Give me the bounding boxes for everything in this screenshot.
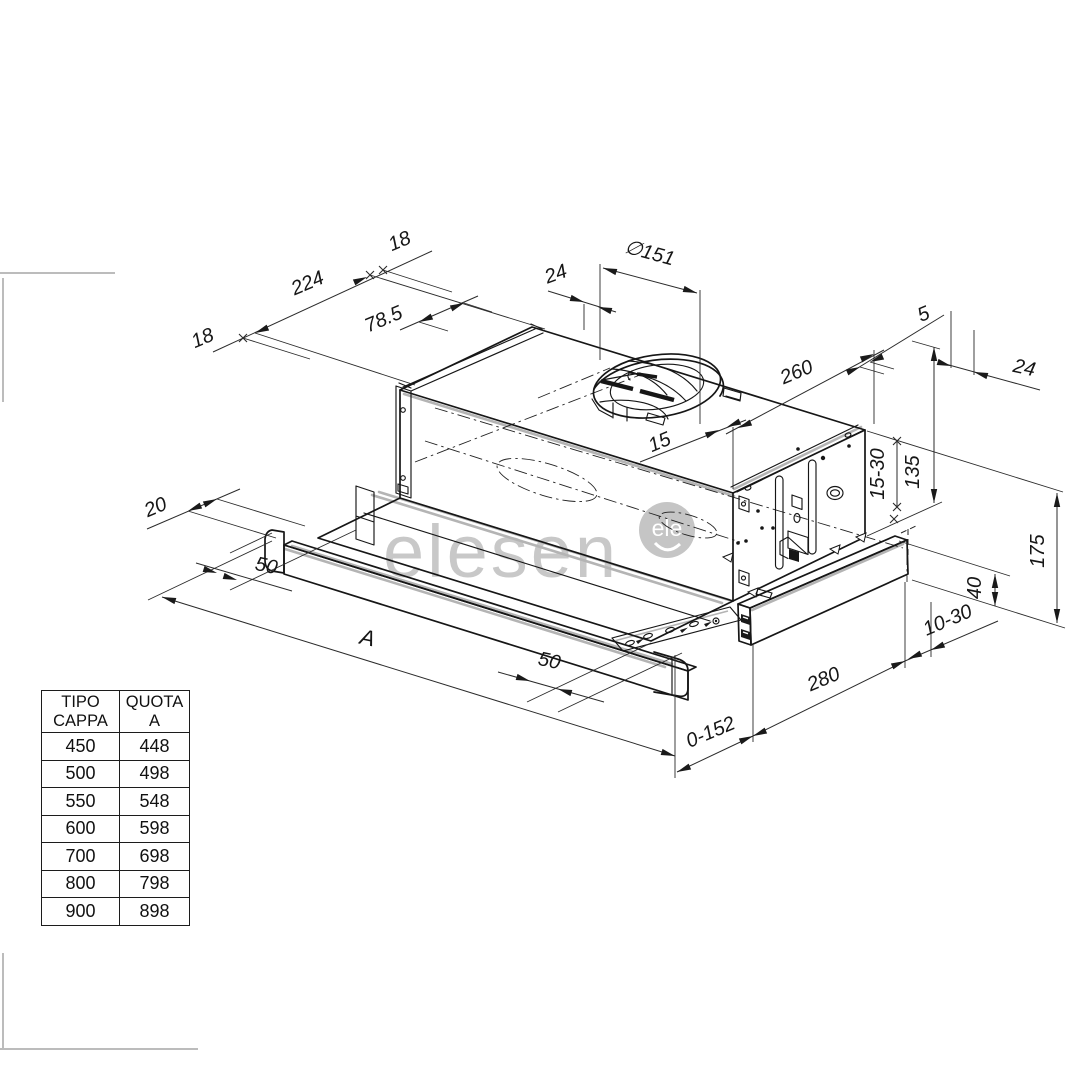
watermark: elesen ele: [383, 502, 695, 593]
table-cell: 698: [119, 842, 190, 871]
dim-label-224: 224: [287, 267, 327, 301]
visor-end-cap-right: [653, 651, 689, 698]
table-cell: 550: [41, 787, 120, 816]
watermark-logo-text: ele: [652, 515, 683, 541]
table-row: 500 498: [41, 759, 190, 788]
dim-label-175: 175: [1027, 533, 1049, 567]
dim-label-135: 135: [902, 454, 924, 488]
vertical-slot: [774, 475, 784, 570]
right-panel-details: [721, 444, 867, 598]
dim-label-A: A: [356, 623, 378, 651]
dim-label-260: 260: [776, 356, 816, 390]
table-cell: 500: [41, 759, 120, 788]
table-row: 550 548: [41, 787, 190, 816]
visor-end-cap-left: [264, 529, 285, 574]
collar-tab: [722, 387, 742, 402]
dim-label-24-top: 24: [541, 260, 570, 289]
fan-impeller: [600, 360, 698, 403]
table-cell: 798: [119, 869, 190, 898]
table-row: 700 698: [41, 842, 190, 871]
table-row: 800 798: [41, 869, 190, 898]
knockout-centerline-small: [658, 511, 718, 539]
dim-label-15-30: 15-30: [867, 448, 889, 499]
dimension-ticks: [238, 265, 902, 524]
dim-label-20: 20: [140, 493, 170, 522]
dim-label-24-right: 24: [1010, 355, 1037, 381]
table-row: 600 598: [41, 814, 190, 843]
size-table-header-tipo-cappa: TIPO CAPPA: [41, 690, 120, 733]
dimension-lines: [146, 250, 1066, 778]
dim-label-18-left: 18: [188, 324, 217, 353]
latch-cutout: [779, 530, 809, 562]
knockout-centerline-large: [496, 457, 598, 503]
rear-spacer-box: [737, 535, 909, 646]
table-cell: 498: [119, 759, 190, 788]
table-cell: 700: [41, 842, 120, 871]
size-table-header-row: TIPO CAPPA QUOTA A: [41, 690, 190, 733]
collar-base-tab: [645, 412, 666, 426]
extension-lines: [147, 264, 1066, 778]
dim-label-40: 40: [964, 577, 986, 599]
left-bracket-plate: [395, 385, 412, 499]
rivet-icon: [844, 432, 852, 438]
vertical-slot: [807, 459, 817, 555]
watermark-logo-circle: [639, 502, 695, 558]
table-cell: 450: [41, 732, 120, 761]
box-end-clip: [741, 614, 750, 640]
dim-label-diameter-151: ∅151: [622, 236, 677, 270]
cable-grommet-icon: [826, 485, 844, 501]
table-row: 900 898: [41, 897, 190, 926]
watermark-logo: ele: [639, 502, 695, 558]
dim-label-78-5: 78.5: [361, 301, 406, 337]
table-cell: 800: [41, 869, 120, 898]
size-table: TIPO CAPPA QUOTA A 450 448 500 498 550 5…: [41, 690, 190, 926]
drawer-side-spacer: [355, 485, 375, 546]
watermark-smile-icon: [653, 541, 682, 552]
dim-label-18-top: 18: [385, 227, 414, 256]
hood-drawing: [264, 323, 917, 701]
weld-marks: [721, 532, 867, 598]
dim-label-50-left: 50: [253, 553, 279, 579]
keyhole-slot: [738, 495, 750, 513]
dim-label-280: 280: [803, 663, 843, 697]
table-cell: 900: [41, 897, 120, 926]
rivet-icon: [744, 485, 752, 491]
table-cell: 898: [119, 897, 190, 926]
panel-holes: [736, 444, 851, 545]
table-cell: 448: [119, 732, 190, 761]
table-row: 450 448: [41, 732, 190, 761]
crop-marks: [0, 272, 198, 1050]
table-cell: 600: [41, 814, 120, 843]
dim-label-15: 15: [645, 428, 675, 457]
centerlines: [414, 367, 917, 582]
table-cell: 548: [119, 787, 190, 816]
top-rails: [398, 323, 865, 493]
dim-label-5: 5: [914, 302, 934, 327]
size-table-header-quota-a: QUOTA A: [119, 690, 190, 733]
exhaust-collar: [591, 353, 742, 426]
keyhole-slot: [738, 569, 750, 587]
dim-label-50-bottom: 50: [536, 648, 562, 674]
table-cell: 598: [119, 814, 190, 843]
